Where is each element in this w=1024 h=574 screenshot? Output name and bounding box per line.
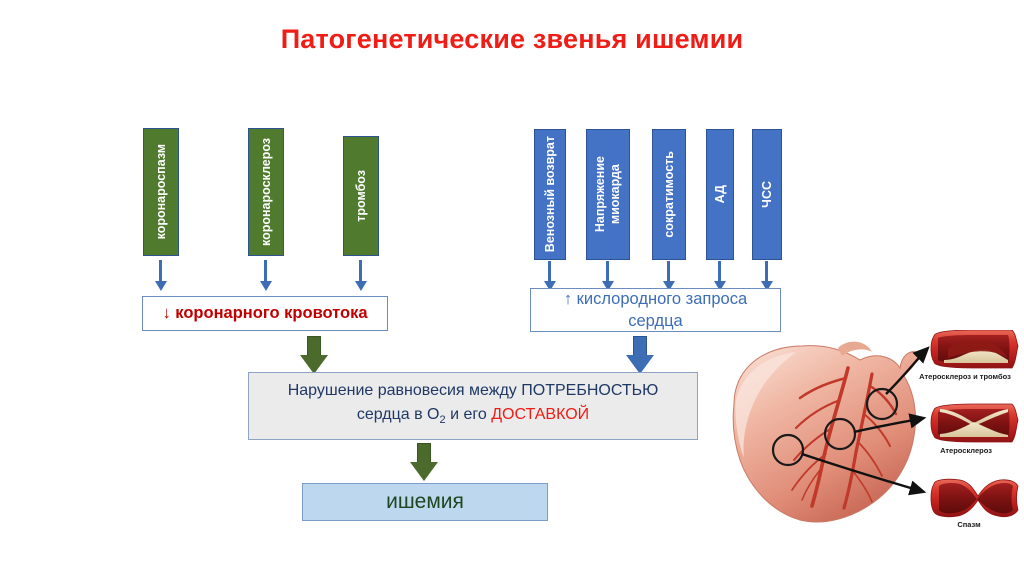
demand-box-myocardial-tension[interactable]: Напряжение миокарда [586,129,630,260]
pointer-arrow-2 [853,413,927,434]
pointer-arrow-1 [885,346,930,395]
arrow-stem [307,336,321,356]
heart-illustration: Атеросклероз и тромбоз Атеросклероз Спаз… [720,329,1024,574]
vessel-spasm [930,478,1019,518]
page-title: Патогенетические звенья ишемии [280,24,744,54]
arrow-head [626,355,654,374]
coronary-flow-label: ↓ коронарного кровотока [162,304,368,322]
cause-box-coronary-sclerosis[interactable]: коронаросклероз [248,128,284,256]
pointer-arrow-3 [801,452,927,496]
cause-box-label: коронаросклероз [258,137,273,246]
arrow-stem [633,336,647,356]
arrow-thrombosis-to-flow [359,260,362,282]
cause-box-label: коронароспазм [153,144,168,240]
cause-box-label: тромбоз [353,170,368,222]
cause-box-thrombosis[interactable]: тромбоз [343,136,379,256]
heart-graphic [732,341,921,523]
heart-and-vessels-svg [732,329,1019,523]
vessel-atherosclerosis [930,403,1019,443]
demand-box-venous-return[interactable]: Венозный возврат [534,129,566,260]
outcome-box-ischemia[interactable]: ишемия [302,483,548,521]
demand-box-label: Напряжение миокарда [593,156,622,233]
arrow-stem [417,443,431,463]
arrow-hr-to-demand [765,261,768,282]
arrow-head [300,355,328,374]
arrow-head [410,462,438,481]
lesion-marker-2 [823,417,857,451]
vessel-label-spasm: Спазм [957,520,981,529]
block-arrow-imbalance-to-ischemia [410,443,438,481]
arrow-spasm-to-flow [159,260,162,282]
block-arrow-demand-to-imbalance [626,336,654,374]
arrow-tension-to-demand [606,261,609,282]
arrow-venous-return-to-demand [548,261,551,282]
block-arrow-flow-to-imbalance [300,336,328,374]
arrow-bp-to-demand [718,261,721,282]
demand-box-label: ЧСС [759,181,774,208]
demand-box-label: АД [712,185,727,204]
vessel-atherosclerosis-thrombosis [930,329,1019,369]
vessel-label-atherosclerosis-thrombosis: Атеросклероз и тромбоз [919,372,1011,381]
result-box-coronary-blood-flow[interactable]: ↓ коронарного кровотока [142,296,388,331]
demand-box-label: сократимость [661,151,676,238]
vessel-label-atherosclerosis: Атеросклероз [940,446,992,455]
demand-box-heart-rate[interactable]: ЧСС [752,129,782,260]
demand-box-contractility[interactable]: сократимость [652,129,686,260]
ischemia-label: ишемия [386,490,464,513]
cause-box-coronary-spasm[interactable]: коронароспазм [143,128,179,256]
demand-box-blood-pressure[interactable]: АД [706,129,734,260]
lesion-marker-1 [865,387,899,421]
arrow-contractility-to-demand [667,261,670,282]
lesion-pointer-arrows [801,346,930,496]
lesion-marker-3 [771,433,805,467]
demand-box-label: Венозный возврат [542,136,557,253]
arrow-sclerosis-to-flow [264,260,267,282]
